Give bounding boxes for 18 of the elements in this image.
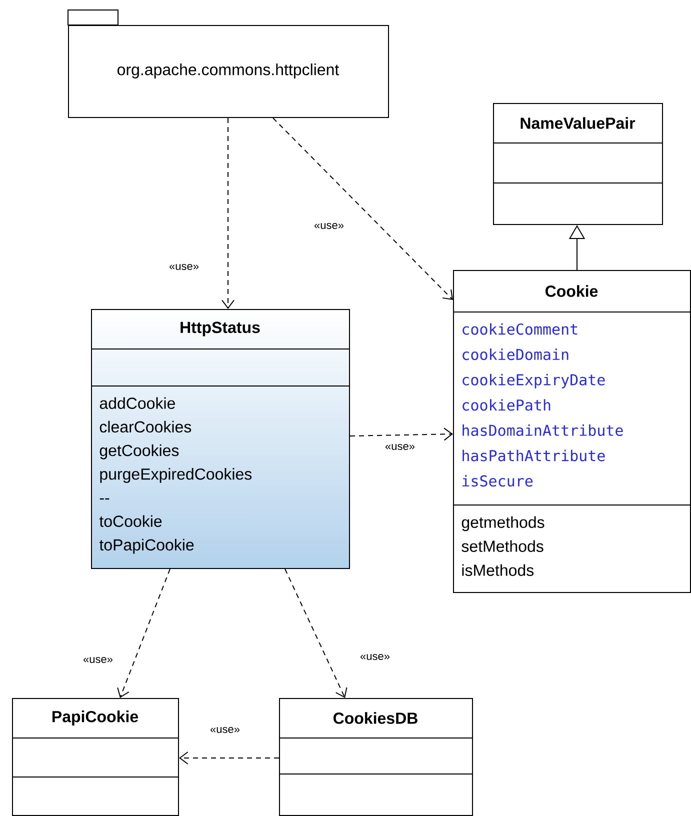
edge-label: «use»: [168, 263, 200, 272]
class-box: CookiesDB: [278, 698, 473, 816]
edge-label: «use»: [384, 443, 416, 452]
arrow: [350, 428, 453, 441]
arrow: [284, 568, 348, 698]
class-box: PapiCookie: [12, 698, 179, 816]
arrow: [179, 752, 280, 764]
edge-label: «use»: [313, 222, 345, 230]
arrow: [272, 118, 453, 300]
edge-label: «use»: [359, 653, 391, 662]
class-box: NameValuePair: [492, 103, 663, 225]
edge-label: «use»: [82, 656, 114, 664]
class-box: HttpStatus addCookie clearCookies getCookies purgeExpiredCookies -- toCookie toPapiCookie: [90, 309, 350, 569]
arrow: [117, 568, 170, 698]
arrow: [222, 118, 234, 309]
class-box: Cookie cookieComment cookieDomain cookieExpiryDate cookiePath hasDomainAttribute hasPathAttribute isSecure getmethods setMethods isMethods: [452, 270, 691, 593]
edge-label: «use»: [209, 726, 241, 734]
package-box: org.apache.commons.httpclient: [68, 10, 389, 118]
